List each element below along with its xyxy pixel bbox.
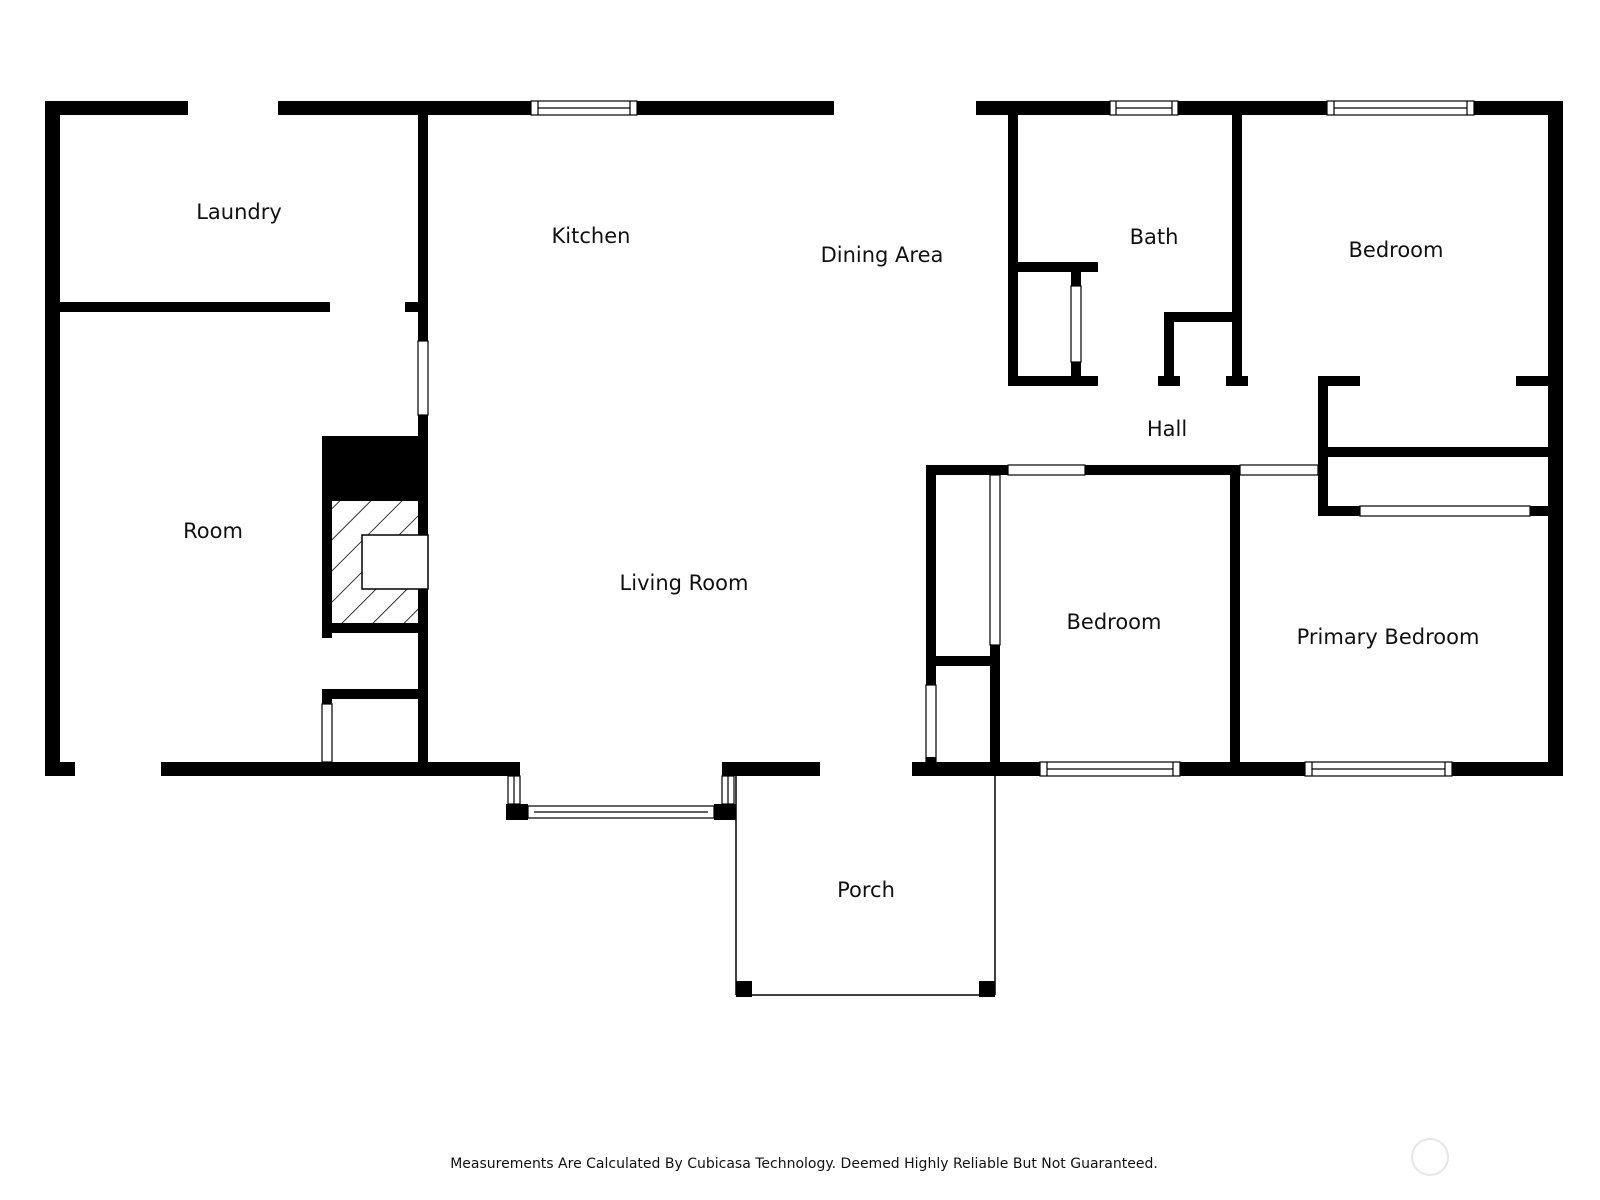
south-bedroom-walls (925, 464, 1319, 776)
room-label-bedroom-s: Bedroom (1067, 610, 1162, 634)
bay-window (506, 775, 736, 820)
room-label-bedroom-ne: Bedroom (1349, 238, 1444, 262)
top-wall-4 (976, 101, 1110, 115)
room-label-porch: Porch (837, 878, 895, 902)
porch-post-left (736, 981, 752, 997)
room-label-room: Room (183, 519, 243, 543)
left-wall (45, 101, 60, 776)
laundry-room-wall (45, 302, 330, 312)
room-label-kitchen: Kitchen (552, 224, 631, 248)
top-wall-2 (278, 101, 531, 115)
porch (735, 776, 996, 997)
bottom-windows (1039, 761, 1453, 777)
porch-post-right (979, 981, 995, 997)
bath-walls (1008, 101, 1248, 386)
bath-west-wall (1008, 101, 1018, 386)
bath-east-wall (1232, 101, 1242, 386)
closet-wall (322, 689, 428, 699)
ne-bedroom-walls (1312, 376, 1563, 517)
hall-south-wall-1 (926, 465, 1008, 475)
bottom-wall-2 (161, 762, 520, 776)
disclaimer-text: Measurements Are Calculated By Cubicasa … (450, 1156, 1158, 1172)
top-wall-6 (1474, 101, 1563, 115)
top-wall-3 (637, 101, 834, 115)
bottom-wall-6 (1452, 762, 1563, 776)
laundry-kitchen-wall (418, 101, 428, 341)
room-label-bath: Bath (1130, 225, 1179, 249)
outer-walls (45, 101, 1563, 776)
room-label-living: Living Room (620, 571, 749, 595)
room-label-primary: Primary Bedroom (1297, 625, 1480, 649)
bottom-wall-5 (1180, 762, 1305, 776)
top-wall-5 (1178, 101, 1327, 115)
top-wall-1 (45, 101, 188, 115)
bottom-wall-1 (45, 762, 75, 776)
room-label-laundry: Laundry (196, 200, 282, 224)
top-windows (530, 100, 1475, 116)
room-label-dining: Dining Area (821, 243, 944, 267)
room-label-hall: Hall (1147, 417, 1187, 441)
hall-south-wall-2 (1085, 465, 1240, 475)
bottom-wall-3 (722, 762, 820, 776)
fireplace-block (322, 436, 428, 501)
bedroom-primary-wall (1230, 465, 1240, 776)
fireplace-hearth (361, 534, 429, 590)
right-wall (1548, 101, 1563, 776)
bottom-wall-4 (912, 762, 1040, 776)
west-interior-walls (45, 101, 429, 776)
cubicasa-logo-icon (1411, 1138, 1449, 1176)
